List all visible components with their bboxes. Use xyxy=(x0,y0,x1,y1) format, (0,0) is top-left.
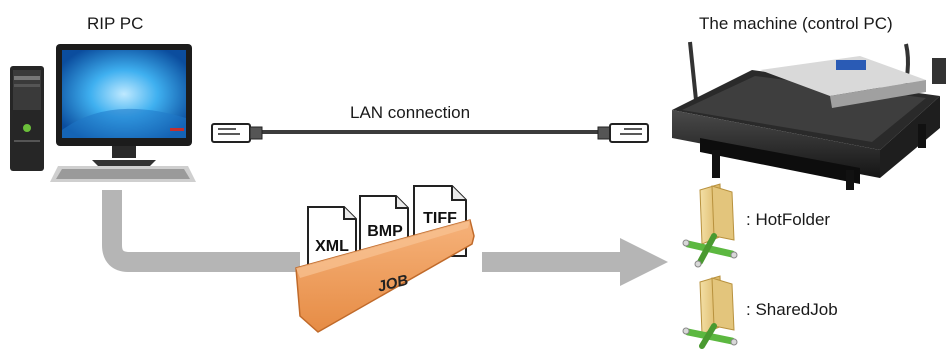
job-folder-label: JOB xyxy=(376,272,410,296)
hotfolder-label: : HotFolder xyxy=(746,210,831,229)
document-xml-label: XML xyxy=(315,238,349,255)
rip-pc-label: RIP PC xyxy=(87,14,144,33)
machine-label: The machine (control PC) xyxy=(699,14,893,33)
sharedjob-network-icon xyxy=(682,323,738,349)
flow-arrow xyxy=(102,190,668,286)
document-tiff-label: TIFF xyxy=(423,210,457,227)
document-bmp-label: BMP xyxy=(367,223,403,240)
pc-monitor-icon xyxy=(56,44,192,166)
printer-machine-icon xyxy=(672,41,946,190)
left-lan-plug-icon xyxy=(211,123,263,143)
lan-connection-label: LAN connection xyxy=(350,103,471,122)
pc-tower-icon xyxy=(10,66,44,171)
sharedjob-icon xyxy=(682,275,738,349)
job-folder-icon: JOB xyxy=(295,219,475,333)
pc-keyboard-icon xyxy=(50,166,196,182)
hotfolder-icon xyxy=(682,183,738,268)
right-lan-plug-icon xyxy=(597,123,649,143)
lan-cable xyxy=(211,123,649,143)
sharedjob-label: : SharedJob xyxy=(746,300,838,319)
hotfolder-network-icon xyxy=(682,233,738,268)
